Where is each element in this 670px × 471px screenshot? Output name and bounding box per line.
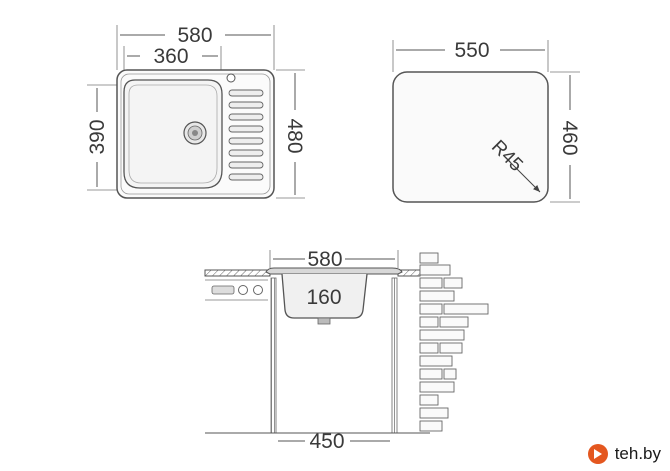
watermark: teh.by <box>587 441 664 467</box>
cutout-outline <box>392 71 549 203</box>
dim-bowl-depth: 160 <box>306 286 341 309</box>
teh-logo-icon <box>587 444 608 464</box>
dim-cutout-height: 460 <box>558 120 581 155</box>
section-view: 160 580 450 <box>204 248 489 453</box>
sink-bowl <box>123 79 223 189</box>
drainer-grooves <box>228 89 264 181</box>
sink-section-rim <box>265 267 403 275</box>
countertop-left <box>204 269 271 277</box>
dim-overall-height: 480 <box>283 118 306 153</box>
cutout-view: 550 460 R45 <box>392 39 581 203</box>
dim-section-top-width: 580 <box>307 248 342 271</box>
dim-bowl-height: 390 <box>86 119 109 154</box>
dim-cabinet-width: 450 <box>309 430 344 453</box>
cabinet-wall-right <box>391 277 398 434</box>
dim-cutout-width: 550 <box>454 39 489 62</box>
cabinet-wall-left <box>270 277 277 434</box>
top-view: 580 360 390 480 <box>86 24 306 199</box>
watermark-text: teh.by <box>611 444 664 464</box>
brick-wall <box>419 252 489 432</box>
tap-hole <box>226 73 236 83</box>
cabinet-front <box>205 279 268 301</box>
drain-icon <box>183 121 207 145</box>
dim-bowl-width: 360 <box>153 45 188 68</box>
dim-overall-width: 580 <box>177 24 212 47</box>
